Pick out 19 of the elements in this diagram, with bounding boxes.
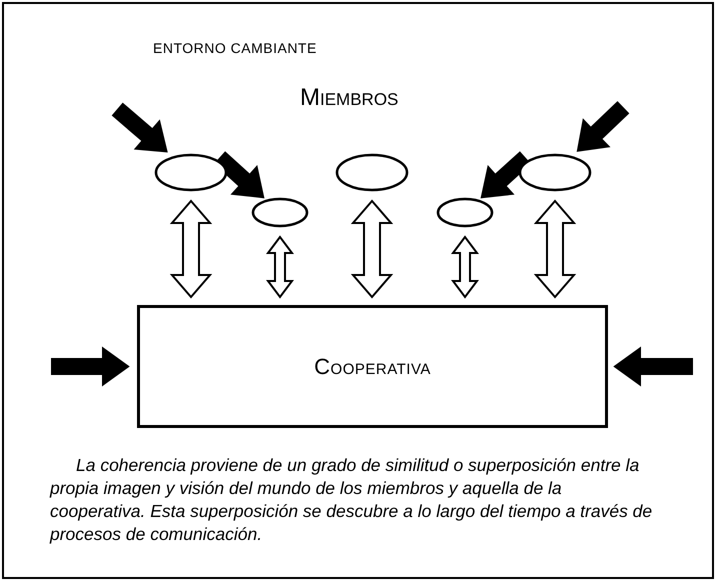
member-ellipse — [436, 198, 494, 228]
cooperative-box — [137, 305, 608, 428]
double-arrow — [451, 235, 479, 299]
double-arrow — [350, 199, 394, 299]
member-ellipse — [336, 154, 408, 192]
environment-label: ENTORNO CAMBIANTE — [153, 39, 317, 58]
member-ellipse — [252, 198, 308, 228]
double-arrow — [170, 199, 212, 299]
solid-arrow — [613, 346, 693, 386]
member-ellipse — [518, 154, 592, 192]
member-ellipse — [154, 154, 228, 192]
double-arrow — [534, 199, 576, 299]
double-arrow — [266, 235, 294, 299]
caption: La coherencia proviene de un grado de similitud o superposición entre la propia imagen y visión del mundo de los miembros y aquella de la cooperativa. Esta superposición se descubre a lo largo del tiempo a través de procesos de comunicación. — [50, 454, 654, 546]
members-label: Miembros — [300, 83, 398, 113]
solid-arrow — [51, 346, 130, 386]
box-title: Cooperativa — [314, 353, 431, 381]
solid-arrow — [576, 101, 630, 152]
solid-arrow — [112, 102, 168, 153]
